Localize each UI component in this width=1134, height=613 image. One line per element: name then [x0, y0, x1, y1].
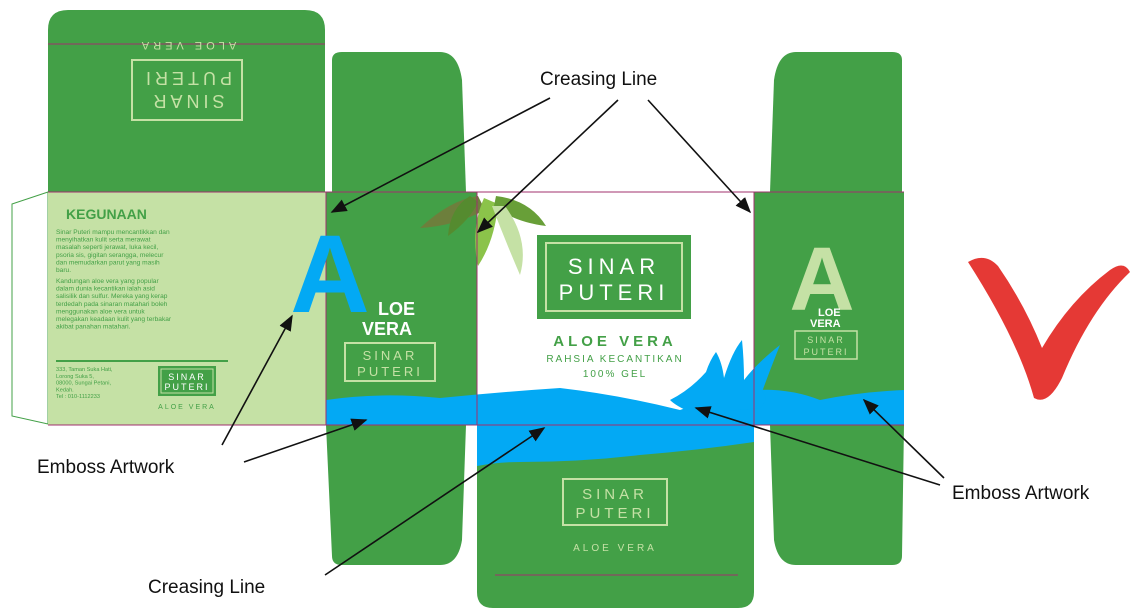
arrow-crease-1 [330, 97, 551, 213]
top-tuck-flap [48, 10, 325, 192]
top-flap-product: ALOE VERA [138, 39, 236, 51]
front-brand-line2: PUTERI [559, 280, 670, 305]
red-x-mark [968, 257, 1130, 400]
bottom-brand-line2: PUTERI [575, 505, 654, 522]
front-panel-content: SINAR PUTERI ALOE VERA RAHSIA KECANTIKAN… [537, 235, 691, 380]
leaves-artwork [420, 196, 546, 275]
right-brand-line2: PUTERI [803, 347, 848, 357]
back-address-line: 333, Taman Suka Hati, [56, 367, 113, 373]
left-vera: VERA [362, 319, 412, 339]
annotation-emboss-right: Emboss Artwork [952, 483, 1090, 504]
front-product: ALOE VERA [553, 333, 677, 350]
left-brand-line2: PUTERI [357, 364, 423, 379]
back-paragraph-1-line: Sinar Puteri mampu mencantikkan dan [56, 229, 170, 236]
right-vera: VERA [810, 318, 841, 330]
aloe-plant-artwork [670, 340, 780, 412]
back-paragraph-1-line: psoria sis, gigitan serangga, melecur [56, 252, 164, 259]
dust-flap-right-bottom [770, 425, 904, 565]
bottom-panel-branding: SINAR PUTERI ALOE VERA [562, 478, 668, 554]
back-paragraph-2-line: menggunakan aloe vera untuk [56, 308, 145, 315]
back-paragraph-2-line: melegakan keadaan kulit yang terbakar [56, 316, 172, 323]
back-paragraph-1-line: dan memudarkan parut yang masih [56, 259, 160, 266]
back-paragraph-1-line: menyihatkan kulit serta merawat [56, 237, 151, 244]
side-panel-right [754, 192, 904, 425]
front-gel: 100% GEL [583, 369, 647, 380]
dust-flap-left-top [332, 52, 466, 192]
arrow-emboss-left-1 [221, 314, 293, 446]
back-paragraph-2-line: Kandungan aloe vera yang popular [56, 278, 159, 285]
back-address-line: 08000, Sungai Petani, [56, 381, 111, 387]
back-paragraph-1-line: masalah seperti jerawat, luka kecil, [56, 244, 158, 251]
front-brand-line1: SINAR [568, 254, 660, 279]
back-heading: KEGUNAAN [66, 206, 147, 222]
arrow-crease-2 [476, 99, 619, 234]
arrow-emboss-right-1 [694, 406, 941, 486]
back-address: 333, Taman Suka Hati,Lorong Suka 5,08000… [56, 367, 113, 400]
right-side-content: A LOE VERA SINAR PUTERI [790, 230, 858, 360]
bottom-product: ALOE VERA [573, 543, 657, 554]
back-paragraph-1-line: baru. [56, 267, 71, 274]
back-paragraph-2-line: akibat panahan matahari. [56, 324, 131, 331]
back-paragraph-2-line: dalam dunia kecantikan ialah asid [56, 286, 155, 293]
back-brand-line1: SINAR [168, 372, 206, 382]
back-paragraph-1: Sinar Puteri mampu mencantikkan danmenyi… [56, 229, 170, 274]
back-panel-content: KEGUNAAN Sinar Puteri mampu mencantikkan… [56, 206, 228, 411]
back-address-line: Lorong Suka 5, [56, 374, 94, 380]
left-side-content: A LOE VERA SINAR PUTERI [290, 213, 436, 382]
back-brand-line2: PUTERI [164, 382, 209, 392]
top-flap-brand-line1: SINAR [149, 91, 224, 111]
back-product: ALOE VERA [158, 404, 216, 411]
right-brand-line1: SINAR [807, 335, 845, 345]
arrow-emboss-left-2 [243, 418, 368, 463]
top-flap-branding: SINAR PUTERI ALOE VERA [131, 39, 243, 121]
back-paragraph-2-line: salisilik dan sulfur. Mereka yang kerap [56, 293, 168, 300]
water-wave-bottom [477, 425, 754, 466]
back-address-line: Tel : 010-1112233 [56, 394, 100, 400]
annotations: Creasing Line Emboss Artwork Emboss Artw… [37, 69, 1090, 598]
box-dieline [11, 10, 904, 608]
bottom-brand-line1: SINAR [582, 486, 648, 503]
right-big-letter: A [790, 230, 855, 330]
dust-flap-left-bottom [326, 425, 466, 565]
annotation-creasing-bottom: Creasing Line [148, 577, 265, 598]
top-flap-brand-line2: PUTERI [142, 68, 232, 88]
front-tagline: RAHSIA KECANTIKAN [546, 354, 683, 365]
arrow-crease-bottom [324, 427, 546, 576]
bottom-panel [477, 425, 754, 575]
arrow-crease-3 [647, 99, 752, 214]
left-brand-line1: SINAR [363, 348, 418, 363]
left-big-letter: A [290, 213, 369, 336]
back-address-line: Kedah. [56, 387, 74, 393]
arrow-emboss-right-2 [862, 398, 945, 479]
fold-lines [48, 43, 904, 576]
annotation-emboss-left: Emboss Artwork [37, 457, 175, 478]
annotation-creasing-top: Creasing Line [540, 69, 657, 90]
bottom-tuck-flap [477, 575, 754, 608]
right-loe: LOE [818, 307, 841, 319]
back-paragraph-2-line: terdedah pada sinaran matahari boleh [56, 301, 168, 308]
glue-flap [11, 191, 49, 425]
dust-flap-right-top [770, 52, 902, 192]
left-loe: LOE [378, 299, 415, 319]
